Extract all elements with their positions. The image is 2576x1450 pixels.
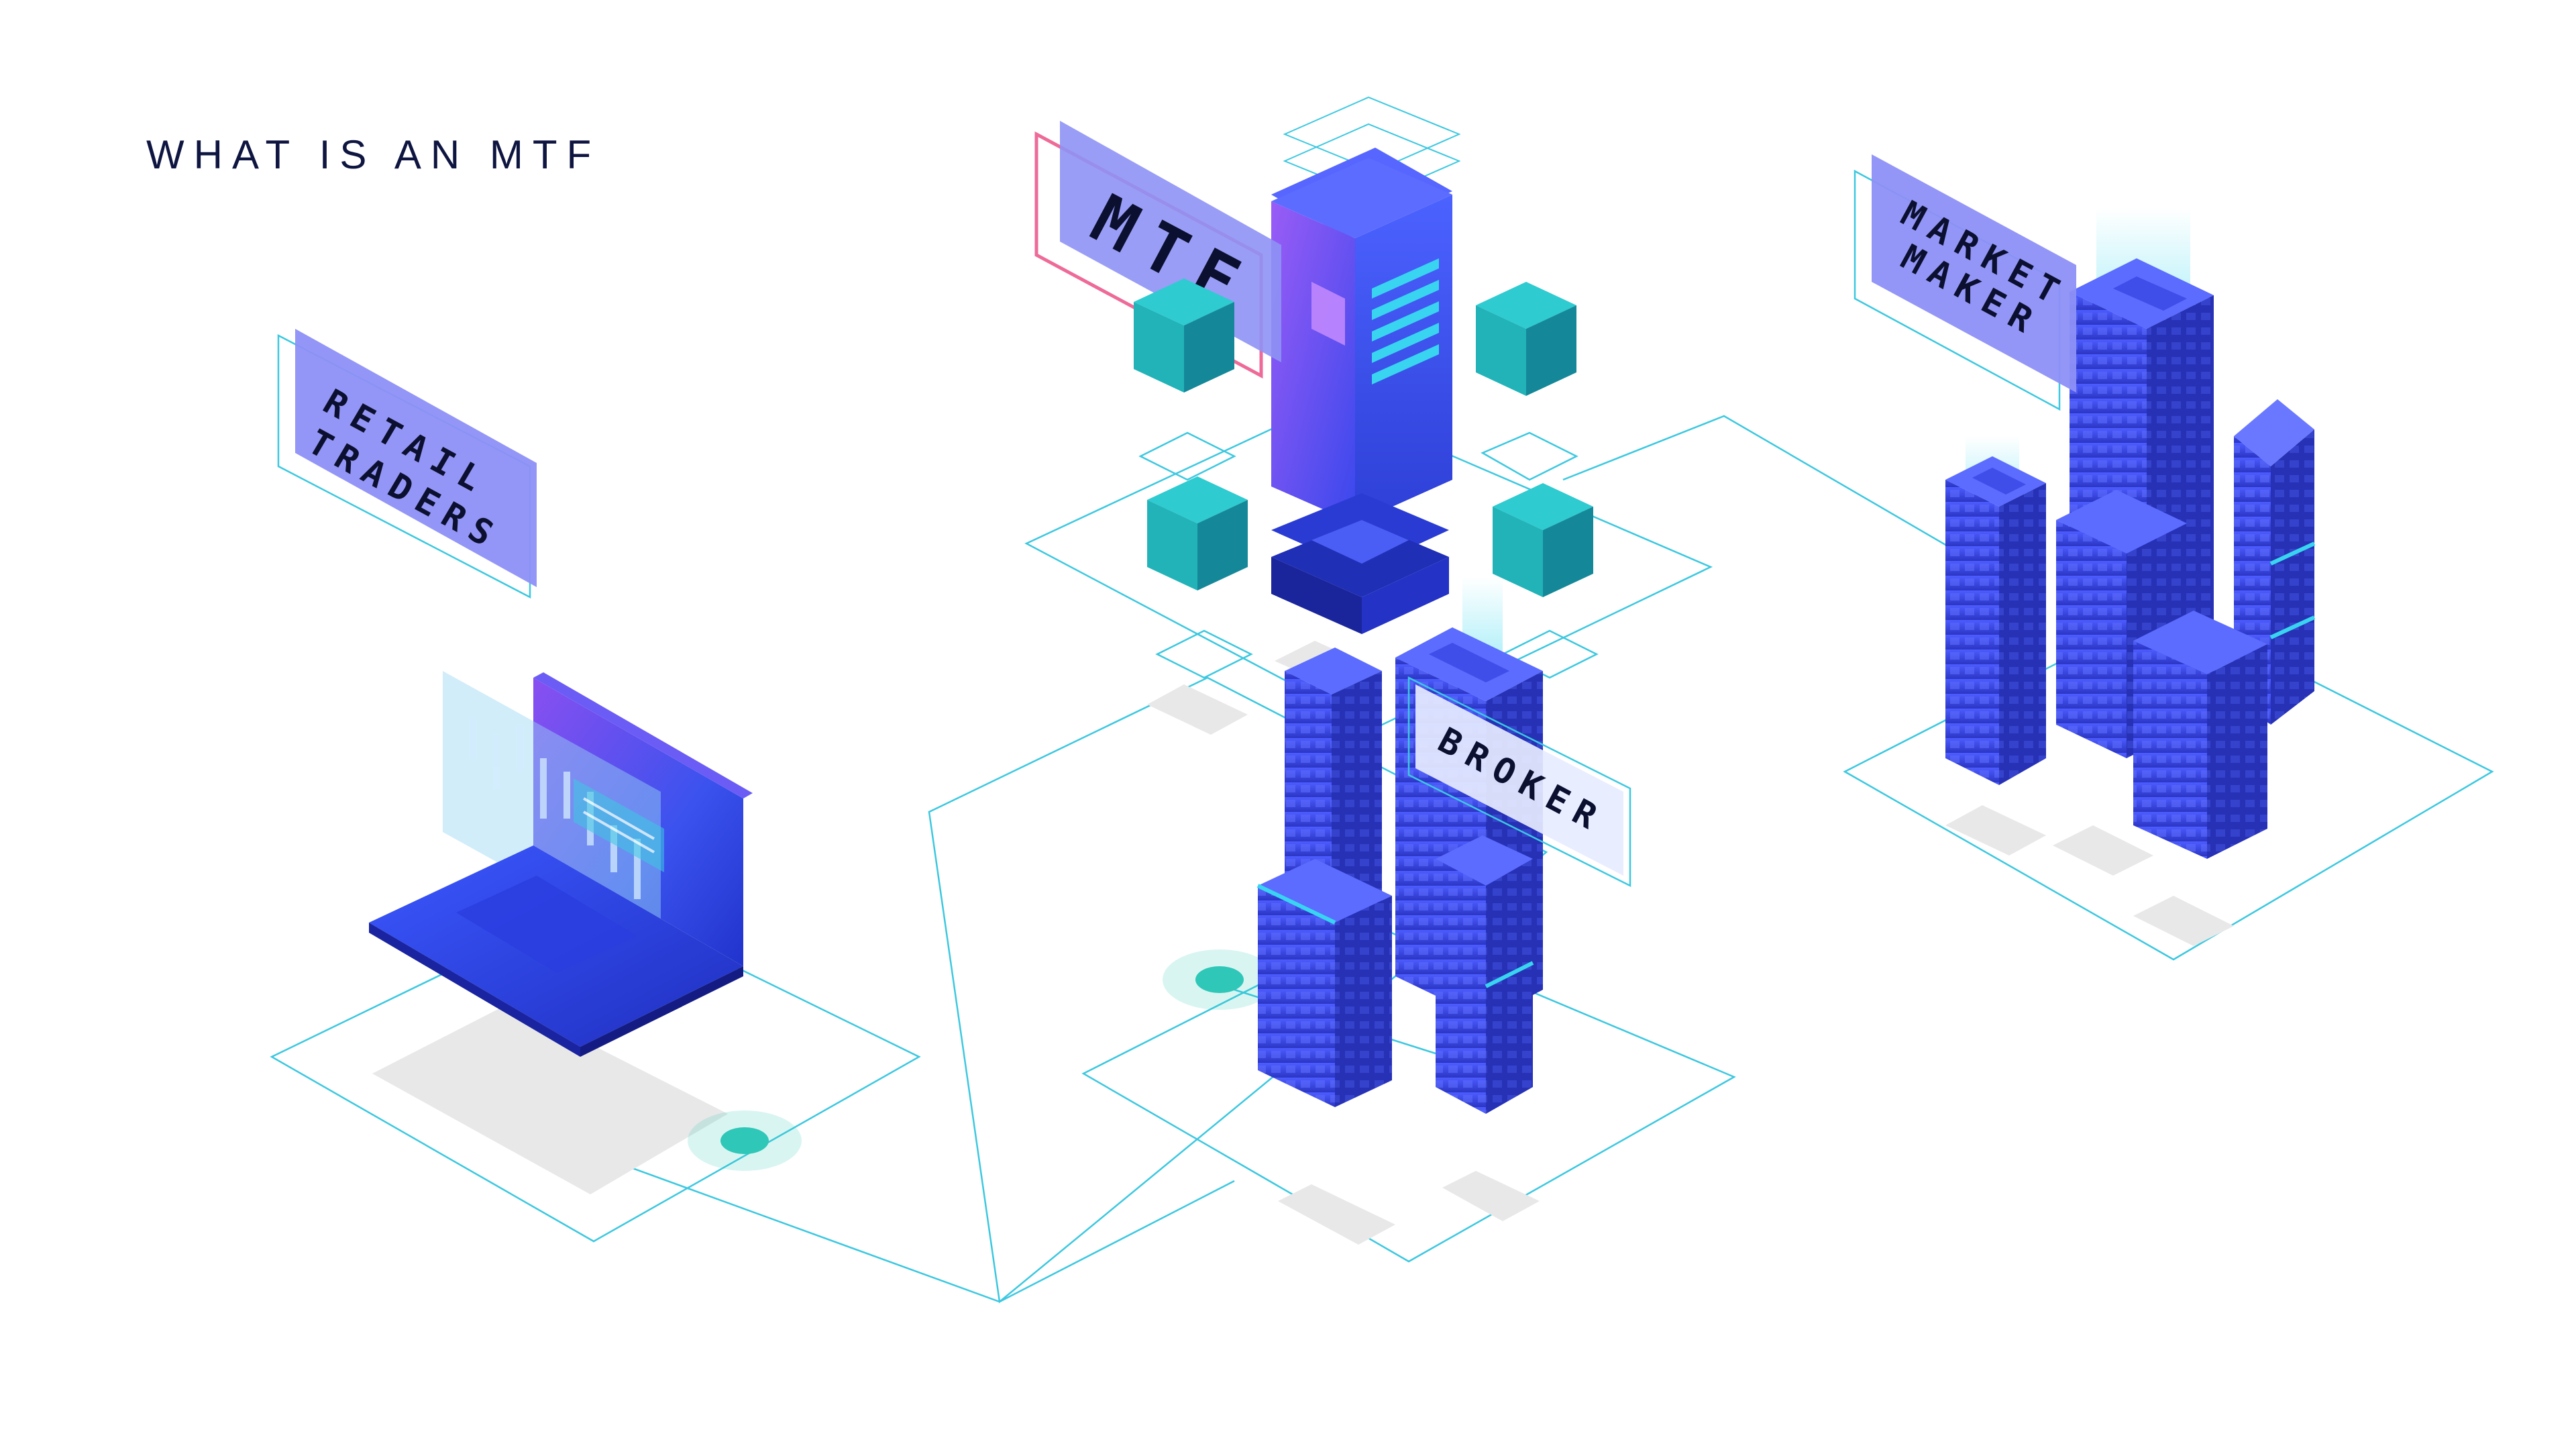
connection-nodes [688,949,1277,1171]
market-shadow [1945,805,2046,856]
mtf-tile [1138,431,1236,481]
broker-shadow [1442,1171,1540,1221]
market-maker-panel: MARKET MAKER [1854,154,2076,411]
server-vents [1372,258,1439,384]
market-maker-buildings [1945,208,2316,859]
laptop-illustration [369,671,753,1057]
mtf-tile [1283,96,1461,172]
mtf-plot [1024,401,1713,729]
retail-traders-panel: RETAIL TRADERS [277,329,537,599]
data-cubes [1134,278,1593,597]
market-shadow [2133,896,2234,946]
chart-window [574,778,664,872]
node-dot [1195,966,1244,993]
retail-broker-link [593,1153,1235,1303]
broker-link-plot [928,676,1548,1304]
market-shadow [2053,825,2153,876]
mtf-tile [1481,431,1578,481]
laptop-shadow [372,1003,728,1194]
mtf-market-link [1562,415,2013,585]
page-title: WHAT IS AN MTF [146,132,601,177]
mtf-tile [1155,629,1253,679]
mtf-server [1271,148,1452,634]
broker-shadow [1278,1184,1395,1245]
node-dot [720,1127,769,1154]
mtf-shadow [1147,684,1248,735]
